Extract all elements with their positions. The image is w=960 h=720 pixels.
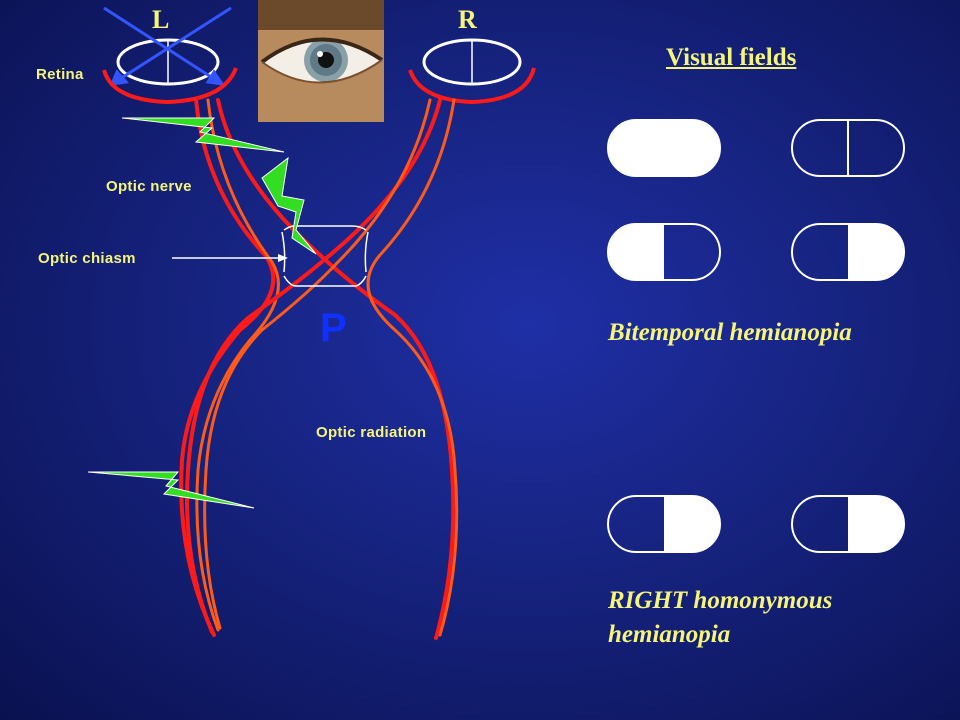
- retina-cups: [102, 67, 536, 105]
- right-eye-field: [422, 38, 522, 86]
- retina-label: Retina: [36, 66, 84, 83]
- bitemporal-caption: Bitemporal hemianopia: [608, 319, 852, 346]
- field-bitemporal-left-bottom: [607, 223, 721, 281]
- field-bitemporal-left-top: [607, 119, 721, 177]
- homonymous-caption-line1: RIGHT homonymous: [608, 587, 833, 614]
- field-bitemporal-right-bottom: [791, 223, 905, 281]
- blindness-cross: [103, 6, 232, 86]
- lesion-bolt-optic-nerve: [121, 117, 285, 153]
- eye-photo: [258, 0, 384, 122]
- optic-chiasm-label: Optic chiasm: [38, 250, 136, 267]
- chiasm-pointer: [172, 254, 288, 262]
- visual-field-panel: [607, 119, 905, 553]
- visual-fields-title: Visual fields: [666, 44, 797, 71]
- right-eye-label: R: [458, 5, 477, 34]
- lesion-bolt-optic-tract: [87, 471, 255, 509]
- pituitary-outline: [281, 225, 369, 287]
- optic-nerve-label: Optic nerve: [106, 178, 192, 195]
- homonymous-caption-line2: hemianopia: [608, 621, 731, 648]
- pituitary-label: P: [320, 306, 347, 350]
- optic-radiation-label: Optic radiation: [316, 424, 427, 441]
- field-bitemporal-right-top: [791, 119, 905, 177]
- optic-pathway: [179, 98, 459, 640]
- left-eye-label: L: [152, 5, 170, 34]
- field-homonymous-left: [607, 495, 721, 553]
- field-homonymous-right: [791, 495, 905, 553]
- lesion-bolt-chiasm: [261, 156, 317, 255]
